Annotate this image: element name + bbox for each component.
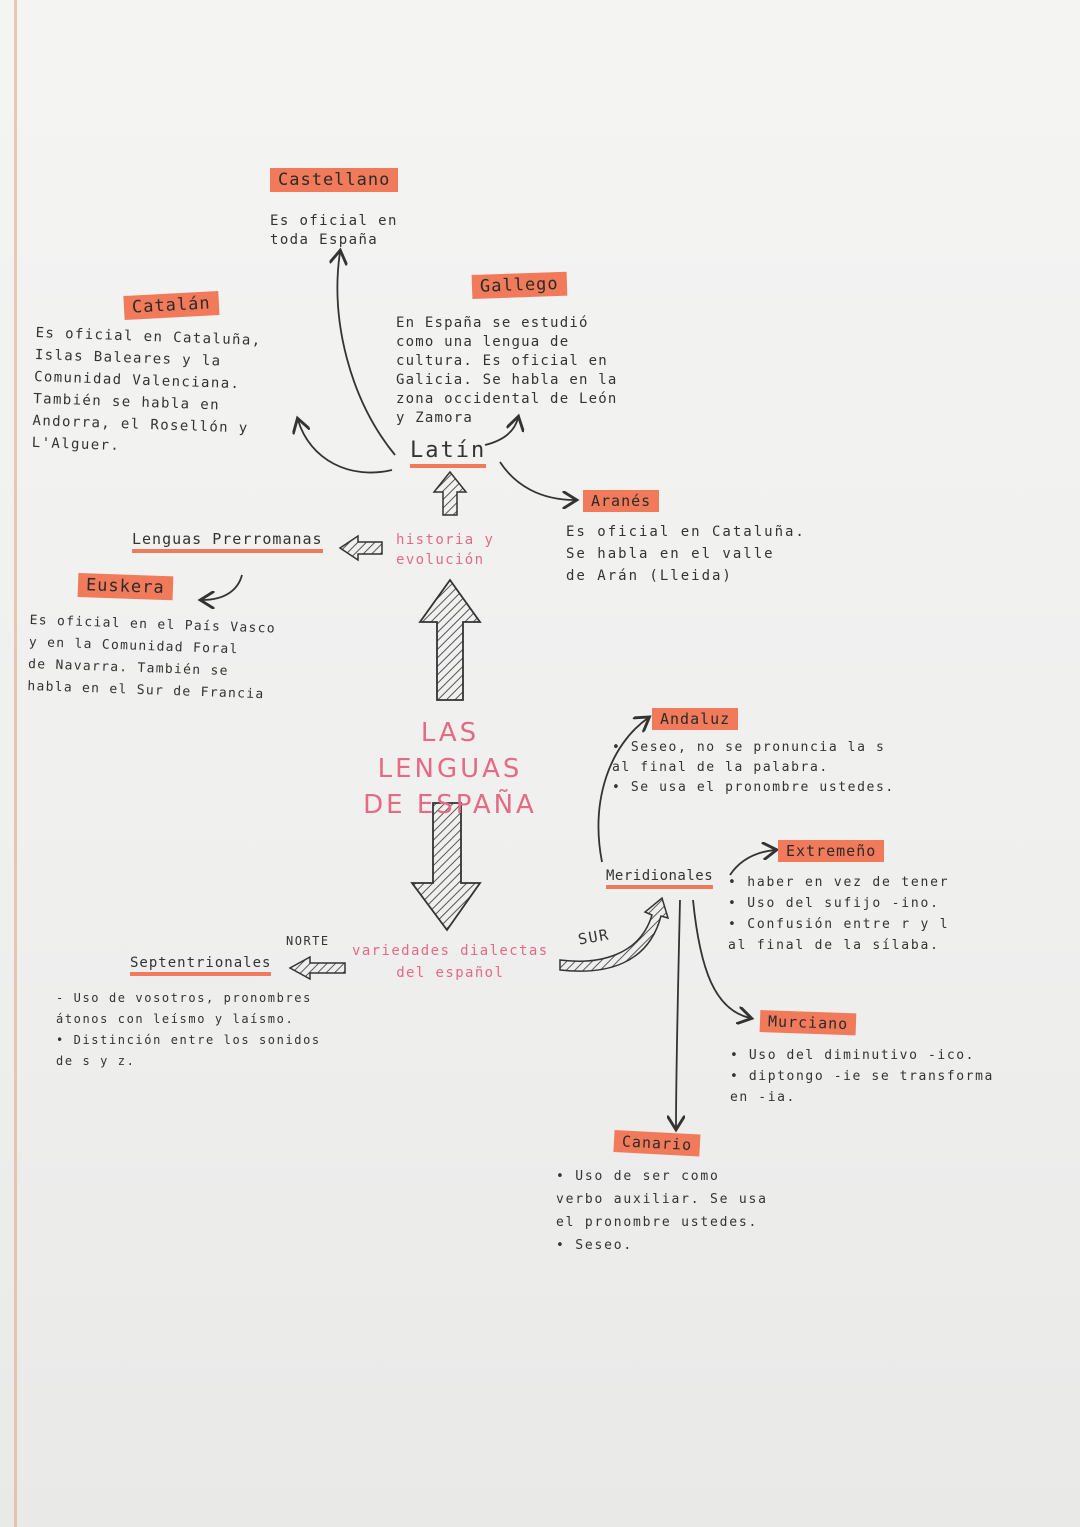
extremeno-text: • haber en vez de tener • Uso del sufijo… bbox=[728, 875, 950, 953]
septentrionales-label: Septentrionales bbox=[130, 955, 272, 976]
extremeno-tag: Extremeño bbox=[778, 840, 885, 862]
castellano-text: Es oficial en toda España bbox=[270, 213, 398, 248]
gallego-text: En España se estudió como una lengua de … bbox=[396, 315, 618, 426]
prerromanas-label: Lenguas Prerromanas bbox=[132, 530, 323, 553]
arrow-latin-aranes bbox=[499, 461, 575, 500]
septentrionales-notes: - Uso de vosotros, pronombres átonos con… bbox=[56, 991, 321, 1068]
norte-label: NORTE bbox=[286, 934, 330, 948]
aranes-text: Es oficial en Cataluña. Se habla en el v… bbox=[566, 524, 806, 584]
margin-line bbox=[14, 0, 17, 1527]
left-arrow-septentrionales bbox=[288, 955, 346, 981]
historia-label: historia y evolución bbox=[396, 532, 495, 568]
euskera-tag: Euskera bbox=[77, 573, 174, 601]
big-down-arrow bbox=[410, 802, 482, 932]
left-arrow-prerromanas bbox=[338, 534, 383, 562]
andaluz-text: • Seseo, no se pronuncia la s al final d… bbox=[612, 740, 895, 795]
big-up-arrow bbox=[418, 578, 482, 701]
arrow-meridionales-extremeno bbox=[729, 850, 775, 876]
gallego-tag: Gallego bbox=[471, 271, 568, 299]
euskera-text: Es oficial en el País Vasco y en la Comu… bbox=[27, 612, 277, 703]
murciano-tag: Murciano bbox=[759, 1010, 857, 1036]
arrow-latin-catalan bbox=[298, 420, 393, 474]
murciano-text: • Uso del diminutivo -ico. • diptongo -i… bbox=[730, 1048, 994, 1105]
meridionales-label: Meridionales bbox=[606, 868, 714, 889]
latin-label: Latín bbox=[410, 438, 487, 468]
catalan-text: Es oficial en Cataluña, Islas Baleares y… bbox=[31, 324, 262, 455]
canario-text: • Uso de ser como verbo auxiliar. Se usa… bbox=[556, 1169, 768, 1253]
variedades-label: variedades dialectas del español bbox=[352, 943, 549, 981]
curved-arrow-meridionales bbox=[559, 896, 670, 972]
arrow-latin-gallego bbox=[484, 418, 518, 446]
arrow-latin-castellano bbox=[337, 252, 396, 456]
arrow-meridionales-canario bbox=[676, 899, 680, 1128]
arrow-prerromanas-euskera bbox=[202, 574, 243, 600]
catalan-tag: Catalán bbox=[123, 291, 220, 320]
center-title: LAS LENGUAS DE ESPAÑA bbox=[363, 718, 537, 820]
aranes-tag: Aranés bbox=[583, 490, 660, 512]
small-up-arrow bbox=[432, 470, 468, 516]
canario-tag: Canario bbox=[613, 1130, 701, 1157]
andaluz-tag: Andaluz bbox=[652, 708, 739, 730]
castellano-tag: Castellano bbox=[270, 168, 399, 192]
arrow-meridionales-andaluz bbox=[597, 718, 648, 863]
arrow-meridionales-murciano bbox=[692, 899, 750, 1018]
